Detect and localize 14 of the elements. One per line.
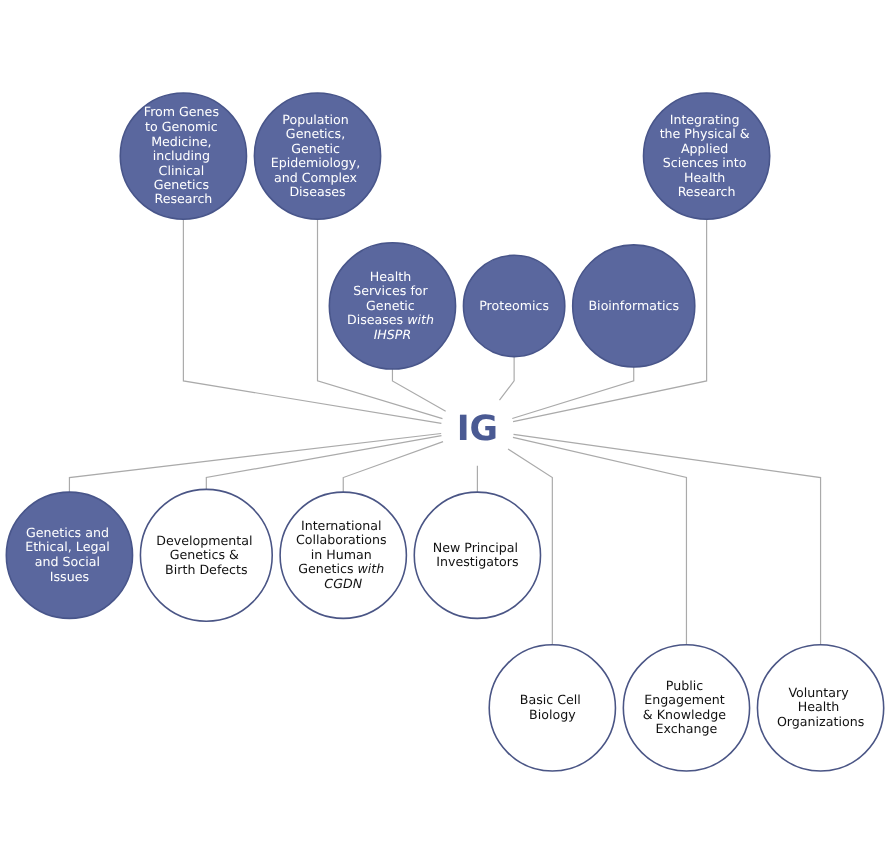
connector <box>507 448 553 646</box>
connector <box>476 465 478 493</box>
connector <box>512 433 822 646</box>
connector <box>511 366 635 420</box>
connector <box>512 218 708 423</box>
connector <box>391 368 447 412</box>
connector <box>512 436 688 646</box>
connector <box>316 218 444 420</box>
connector <box>205 435 443 490</box>
node-text: IG <box>456 408 499 449</box>
connector <box>498 356 515 401</box>
connector <box>342 441 444 493</box>
connector <box>182 218 442 424</box>
connector <box>68 432 442 493</box>
